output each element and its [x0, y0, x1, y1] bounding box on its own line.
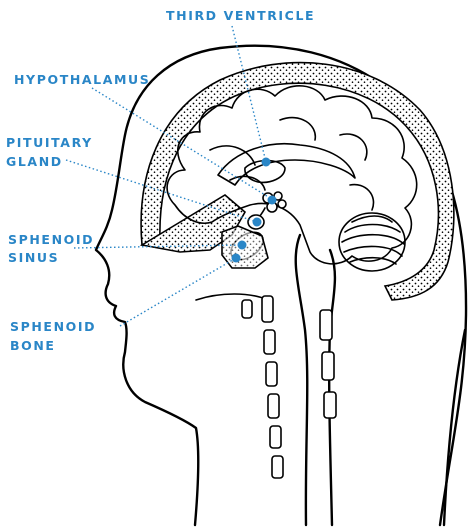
vertebrae-column: [242, 296, 336, 478]
sphenoid-sinus-marker: [238, 241, 247, 250]
pituitary-gland-label-line1: PITUITARY: [6, 135, 93, 150]
brainstem: [296, 235, 308, 525]
third-ventricle-label: THIRD VENTRICLE: [166, 8, 315, 23]
skull-bone: [141, 63, 454, 300]
pituitary-gland-label-line2: GLAND: [6, 154, 63, 169]
hypothalamus-marker: [268, 196, 277, 205]
sphenoid-sinus-label-line1: SPHENOID: [8, 232, 94, 247]
brainstem-back: [329, 250, 335, 525]
hypothalamus-leader: [92, 88, 270, 198]
sphenoid-bone-marker: [232, 254, 241, 263]
sphenoid-bone-label-line2: BONE: [10, 338, 56, 353]
cerebellum: [339, 213, 405, 271]
sphenoid-bone-label-line1: SPHENOID: [10, 319, 96, 334]
pituitary-gland-marker: [253, 218, 262, 227]
sphenoid-sinus-label-line2: SINUS: [8, 250, 59, 265]
sphenoid-bone-leader: [120, 258, 236, 326]
cerebrum-gyri: [210, 118, 373, 210]
palate: [196, 294, 268, 300]
hypothalamus-label: HYPOTHALAMUS: [14, 72, 150, 87]
third-ventricle-marker: [262, 158, 271, 167]
